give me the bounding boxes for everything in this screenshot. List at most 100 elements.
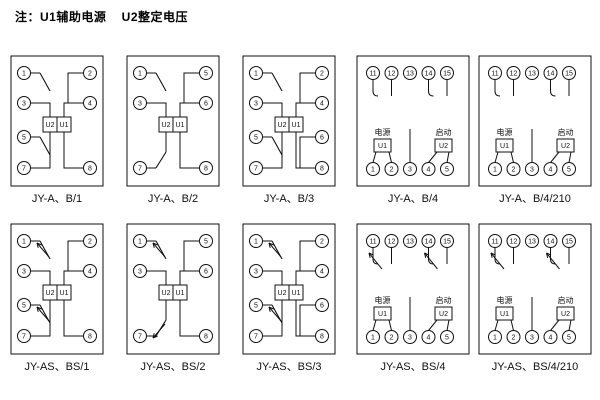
terminal: [403, 330, 417, 344]
terminal-number: 12: [388, 239, 396, 246]
reset-arrowhead: [268, 242, 271, 248]
terminal: [366, 162, 380, 176]
wire: [262, 102, 283, 117]
terminal: [403, 234, 417, 248]
diagram-frame: [126, 55, 220, 187]
terminal: [506, 330, 521, 344]
diagram-caption: JY-A、B/4: [387, 193, 439, 205]
terminal-number: 1: [138, 239, 142, 246]
wire: [299, 304, 316, 336]
component-label: U2: [278, 290, 287, 297]
wire: [299, 136, 316, 168]
component-label: U1: [292, 290, 301, 297]
terminal-number: 4: [88, 269, 92, 276]
component-label: U2: [439, 143, 448, 150]
wire: [494, 90, 501, 97]
wire: [550, 90, 556, 97]
terminal: [249, 234, 263, 248]
terminal-number: 12: [510, 239, 518, 246]
terminal: [315, 234, 329, 248]
component-box: [172, 284, 188, 301]
wire: [179, 102, 200, 117]
contact-blade: [39, 136, 51, 156]
terminal: [133, 329, 147, 343]
wire: [550, 151, 560, 163]
wire: [30, 102, 51, 117]
wire: [30, 132, 51, 169]
terminal: [421, 234, 436, 248]
reset-arrowhead: [546, 252, 552, 256]
terminal-number: 4: [549, 167, 553, 174]
component-label: U2: [46, 122, 55, 129]
diagram-caption: JY-A、B/4/210: [499, 193, 571, 205]
terminal: [440, 66, 454, 80]
terminal-number: 6: [320, 135, 324, 142]
terminal: [315, 130, 329, 144]
terminal-number: 7: [22, 334, 26, 341]
reset-arrowhead: [546, 252, 549, 258]
terminal-number: 4: [88, 101, 92, 108]
terminal: [440, 162, 454, 176]
reset-arrow: [152, 323, 166, 339]
wire: [299, 72, 316, 103]
terminal-number: 3: [408, 335, 412, 342]
component-label: U2: [162, 290, 171, 297]
terminal-number: 7: [22, 166, 26, 173]
terminal-number: 14: [547, 239, 555, 246]
terminal: [315, 329, 329, 343]
reset-arrowhead: [36, 306, 42, 310]
diagram-frame: [10, 223, 104, 355]
terminal: [83, 234, 97, 248]
terminal: [315, 161, 329, 175]
terminal-number: 6: [204, 269, 208, 276]
reset-arrowhead: [268, 242, 274, 246]
wire: [179, 300, 200, 337]
reset-arrow: [36, 306, 50, 322]
terminal-number: 3: [138, 269, 142, 276]
component-box: [288, 116, 304, 133]
wire: [568, 319, 572, 331]
terminal-number: 8: [88, 166, 92, 173]
reset-arrowhead: [490, 252, 496, 256]
terminal-number: 3: [22, 269, 26, 276]
terminal-number: 2: [512, 167, 516, 174]
power-label: 电源: [375, 295, 391, 305]
terminal: [384, 66, 399, 80]
component-label: U1: [378, 143, 387, 150]
terminal: [421, 330, 436, 344]
wire: [295, 132, 316, 169]
terminal: [488, 66, 502, 80]
component-label: U2: [278, 122, 287, 129]
terminal: [562, 66, 576, 80]
terminal-number: 4: [427, 167, 431, 174]
terminal-number: 2: [390, 335, 394, 342]
terminal-number: 1: [493, 167, 497, 174]
terminal-number: 1: [138, 71, 142, 78]
terminal: [249, 161, 263, 175]
terminal: [366, 234, 380, 248]
wire: [568, 151, 572, 163]
terminal: [525, 330, 539, 344]
contact-blade: [39, 72, 51, 92]
reset-arrowhead: [424, 252, 430, 256]
terminal: [315, 298, 329, 312]
terminal-number: 4: [320, 269, 324, 276]
terminal: [543, 66, 558, 80]
reset-arrowhead: [152, 242, 158, 246]
terminal-number: 3: [530, 335, 534, 342]
terminal: [384, 234, 399, 248]
terminal: [133, 96, 147, 110]
diagram-caption: JY-AS、BS/3: [256, 361, 322, 373]
terminal-number: 1: [254, 239, 258, 246]
wire: [63, 300, 84, 337]
diagram-frame: [10, 55, 104, 187]
wire: [179, 270, 200, 285]
component-label: U2: [561, 311, 570, 318]
